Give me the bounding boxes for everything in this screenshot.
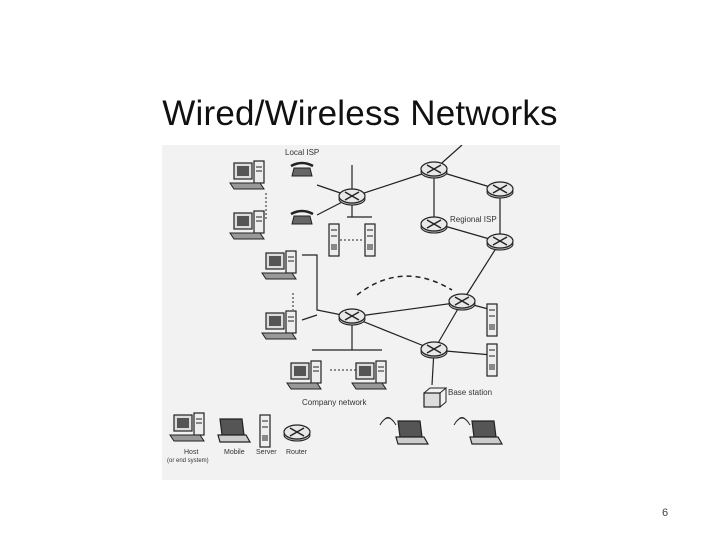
router-icon [486,181,514,199]
legend-mobile-label: Mobile [224,449,245,456]
legend-server-icon [259,414,271,448]
host-icon [229,160,265,190]
legend-router-icon [283,424,311,442]
page-number: 6 [662,507,669,519]
router-icon [338,308,366,326]
legend-host-sublabel: (or end system) [167,458,209,464]
legend-host-icon [169,412,205,442]
label-local-isp: Local ISP [285,148,319,157]
base-station-icon [423,392,441,408]
slide-title: Wired/Wireless Networks [162,94,558,133]
host-icon [229,210,265,240]
signal-icon [379,417,397,426]
server-icon [364,223,376,257]
signal-icon [453,417,471,426]
host-icon [261,310,297,340]
server-icon [486,343,498,377]
router-icon [448,293,476,311]
router-icon [420,216,448,234]
router-icon [420,161,448,179]
server-icon [328,223,340,257]
legend-router-label: Router [286,449,308,456]
host-icon [286,360,322,390]
label-regional-isp: Regional ISP [450,215,497,224]
label-base-station: Base station [448,388,492,397]
legend-server-label: Server [256,449,277,456]
wireless-link [356,275,453,296]
host-icon [261,250,297,280]
legend: Host (or end system) Mobile Server Route… [167,412,311,464]
network-diagram: Local ISP Regional ISP Company network B… [162,145,560,480]
legend-host-label: Host [184,449,198,456]
router-icon [338,188,366,206]
label-company-network: Company network [302,398,367,407]
base-station-icon-top [423,387,448,408]
server-icon [486,303,498,337]
router-icon [486,233,514,251]
router-icon [420,341,448,359]
host-icon [351,360,387,390]
